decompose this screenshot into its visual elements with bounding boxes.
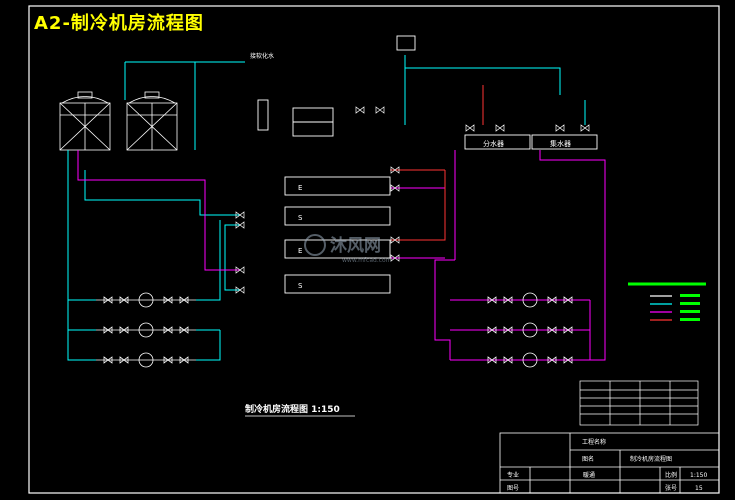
valve-icon (119, 296, 129, 304)
major-label: 专业 (507, 471, 519, 479)
project-label: 工程名称 (582, 438, 606, 446)
equipment-table (579, 380, 699, 426)
valve-icon (390, 254, 400, 262)
chilled-water-return-piping (390, 85, 484, 241)
watermark-url: www.mfcad.com (342, 257, 392, 264)
scale-label: 比例 (665, 471, 677, 479)
valve-icon (503, 296, 513, 304)
chiller-units (284, 176, 391, 294)
chiller-label-e1: E (298, 184, 302, 192)
valve-group (235, 106, 590, 294)
softened-water-unit (257, 35, 416, 137)
valve-icon (163, 356, 173, 364)
chiller-label-s2: S (298, 282, 303, 290)
cooling-water-piping (67, 55, 586, 361)
valve-icon (547, 296, 557, 304)
drawing-frame (28, 5, 720, 494)
row-a-value: 暖通 (583, 471, 595, 479)
pump-icon (138, 352, 154, 368)
valve-icon (563, 296, 573, 304)
valve-icon (103, 296, 113, 304)
sheet-label: 张号 (665, 484, 677, 492)
cooling-tower-2 (126, 91, 178, 151)
drawing-title: A2-制冷机房流程图 (34, 13, 204, 34)
valve-icon (103, 326, 113, 334)
valve-icon (179, 356, 189, 364)
valve-icon (163, 296, 173, 304)
valve-icon (355, 106, 365, 114)
pump-icon (522, 322, 538, 338)
valve-icon (179, 326, 189, 334)
valve-icon (580, 124, 590, 132)
pump-icon (138, 292, 154, 308)
valve-icon (487, 326, 497, 334)
valve-icon (503, 356, 513, 364)
title-block (499, 432, 720, 494)
valve-icon (179, 296, 189, 304)
valve-icon (375, 106, 385, 114)
scale-value: 1:150 (690, 472, 707, 479)
drawing-name-value: 制冷机房流程图 (630, 455, 672, 463)
chiller-label-s1: S (298, 214, 303, 222)
drawing-subtitle: 制冷机房流程图 1:150 (245, 403, 340, 415)
softened-water-label: 接软化水 (250, 52, 274, 60)
valve-icon (465, 124, 475, 132)
cooling-tower-1 (59, 91, 111, 151)
valve-icon (235, 221, 245, 229)
cooling-pump-group (96, 292, 196, 368)
valve-icon (555, 124, 565, 132)
pipe-legend (628, 282, 706, 321)
valve-icon (487, 356, 497, 364)
drawing-name-label: 图名 (582, 455, 594, 463)
valve-icon (503, 326, 513, 334)
valve-icon (235, 211, 245, 219)
valve-icon (487, 296, 497, 304)
valve-icon (163, 326, 173, 334)
pump-icon (522, 352, 538, 368)
distributor-label: 分水器 (483, 139, 504, 148)
pump-icon (522, 292, 538, 308)
valve-icon (390, 184, 400, 192)
valve-icon (390, 236, 400, 244)
valve-icon (119, 356, 129, 364)
valve-icon (235, 286, 245, 294)
pump-icon (138, 322, 154, 338)
collector-label: 集水器 (550, 139, 571, 148)
valve-icon (119, 326, 129, 334)
row-b-label: 图号 (507, 485, 519, 492)
valve-icon (235, 266, 245, 274)
water-headers (464, 134, 598, 150)
chiller-label-e2: E (298, 247, 302, 255)
valve-icon (103, 356, 113, 364)
watermark-text: 沐风网 (330, 236, 381, 256)
valve-icon (547, 356, 557, 364)
watermark: 沐风网 www.mfcad.com (304, 234, 392, 264)
valve-icon (390, 166, 400, 174)
sheet-value: 15 (695, 485, 703, 492)
valve-icon (563, 326, 573, 334)
valve-icon (547, 326, 557, 334)
valve-icon (495, 124, 505, 132)
chilled-pump-group (480, 292, 580, 368)
valve-icon (563, 356, 573, 364)
